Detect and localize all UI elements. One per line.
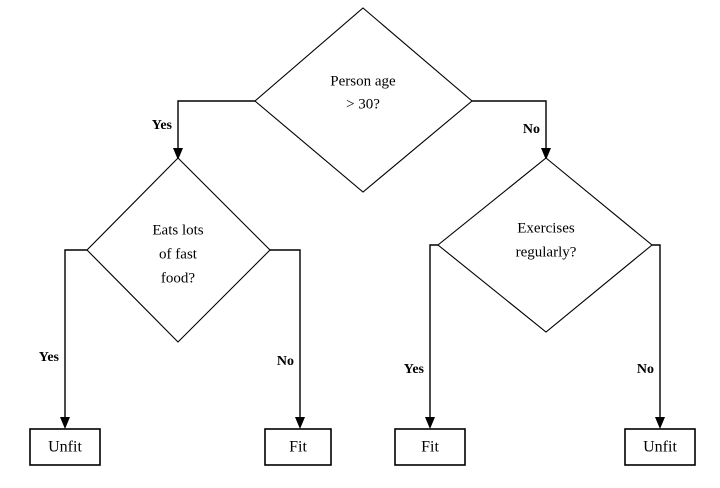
leaf-node-fit-left-label: Fit bbox=[289, 439, 307, 456]
arrowhead-eats-fast-food-to-unfit bbox=[60, 417, 70, 429]
connector-exercises-regularly-to-fit bbox=[429, 244, 438, 419]
decision-node-person-age[interactable] bbox=[254, 7, 473, 193]
leaf-node-fit-right[interactable] bbox=[394, 428, 466, 466]
edge-label-root-no: No bbox=[523, 122, 540, 137]
decision-node-person-age-line1: Person age bbox=[330, 73, 396, 89]
edge-label-exercises-regularly-yes: Yes bbox=[404, 362, 425, 377]
edge-label-root-yes: Yes bbox=[152, 118, 173, 133]
leaf-node-unfit-left-label: Unfit bbox=[48, 439, 82, 456]
arrowhead-root-to-exercises-regularly bbox=[541, 148, 551, 160]
edge-label-eats-fast-food-no: No bbox=[277, 354, 294, 369]
arrowhead-exercises-regularly-to-unfit bbox=[655, 417, 665, 429]
connector-exercises-regularly-to-unfit bbox=[652, 244, 661, 419]
leaf-node-fit-right-label: Fit bbox=[421, 439, 439, 456]
connector-eats-fast-food-to-unfit bbox=[64, 249, 87, 419]
edge-label-eats-fast-food-yes: Yes bbox=[39, 350, 60, 365]
leaf-node-unfit-left[interactable] bbox=[29, 428, 101, 466]
decision-node-eats-fast-food-line1: Eats lots bbox=[152, 222, 203, 238]
leaf-node-unfit-right[interactable] bbox=[624, 428, 696, 466]
edge-label-exercises-regularly-no: No bbox=[637, 362, 654, 377]
decision-node-eats-fast-food-line3: food? bbox=[161, 270, 195, 286]
leaf-node-fit-left[interactable] bbox=[264, 428, 332, 466]
decision-node-person-age-line2: > 30? bbox=[346, 96, 380, 112]
decision-node-eats-fast-food[interactable] bbox=[86, 157, 271, 343]
arrowhead-root-to-eats-fast-food bbox=[173, 148, 183, 160]
decision-node-exercises-regularly[interactable] bbox=[437, 157, 653, 333]
leaf-node-unfit-right-label: Unfit bbox=[643, 439, 677, 456]
connector-root-to-exercises-regularly bbox=[472, 100, 547, 150]
decision-node-exercises-regularly-line2: regularly? bbox=[516, 244, 577, 260]
connector-eats-fast-food-to-fit bbox=[270, 249, 301, 419]
arrowhead-eats-fast-food-to-fit bbox=[295, 417, 305, 429]
decision-node-exercises-regularly-line1: Exercises bbox=[517, 220, 575, 236]
arrowhead-exercises-regularly-to-fit bbox=[425, 417, 435, 429]
connector-root-to-eats-fast-food bbox=[177, 100, 255, 150]
decision-node-eats-fast-food-line2: of fast bbox=[159, 246, 198, 262]
